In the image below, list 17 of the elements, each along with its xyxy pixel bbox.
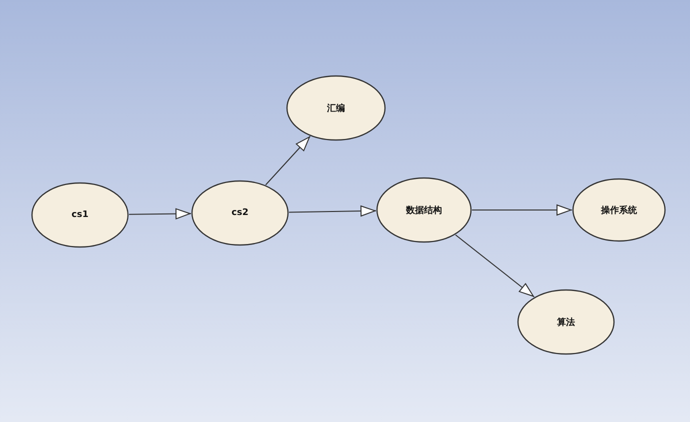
ellipse-node	[517, 289, 615, 355]
ellipse-node	[572, 178, 666, 242]
node-label: cs2	[232, 208, 248, 218]
arrow	[265, 136, 311, 186]
ellipse-node	[31, 182, 129, 248]
ellipse-node	[286, 75, 386, 141]
arrow	[288, 206, 377, 217]
ellipse-node	[191, 180, 289, 246]
arrow	[128, 208, 192, 220]
node-label: cs1	[72, 210, 88, 220]
node-label: 数据结构	[406, 204, 442, 216]
node-label: 算法	[557, 316, 575, 328]
ellipse-node	[376, 177, 472, 243]
node-label: 汇编	[327, 102, 345, 114]
arrow	[472, 204, 572, 216]
node-label: 操作系统	[601, 204, 637, 216]
arrow	[455, 234, 535, 298]
